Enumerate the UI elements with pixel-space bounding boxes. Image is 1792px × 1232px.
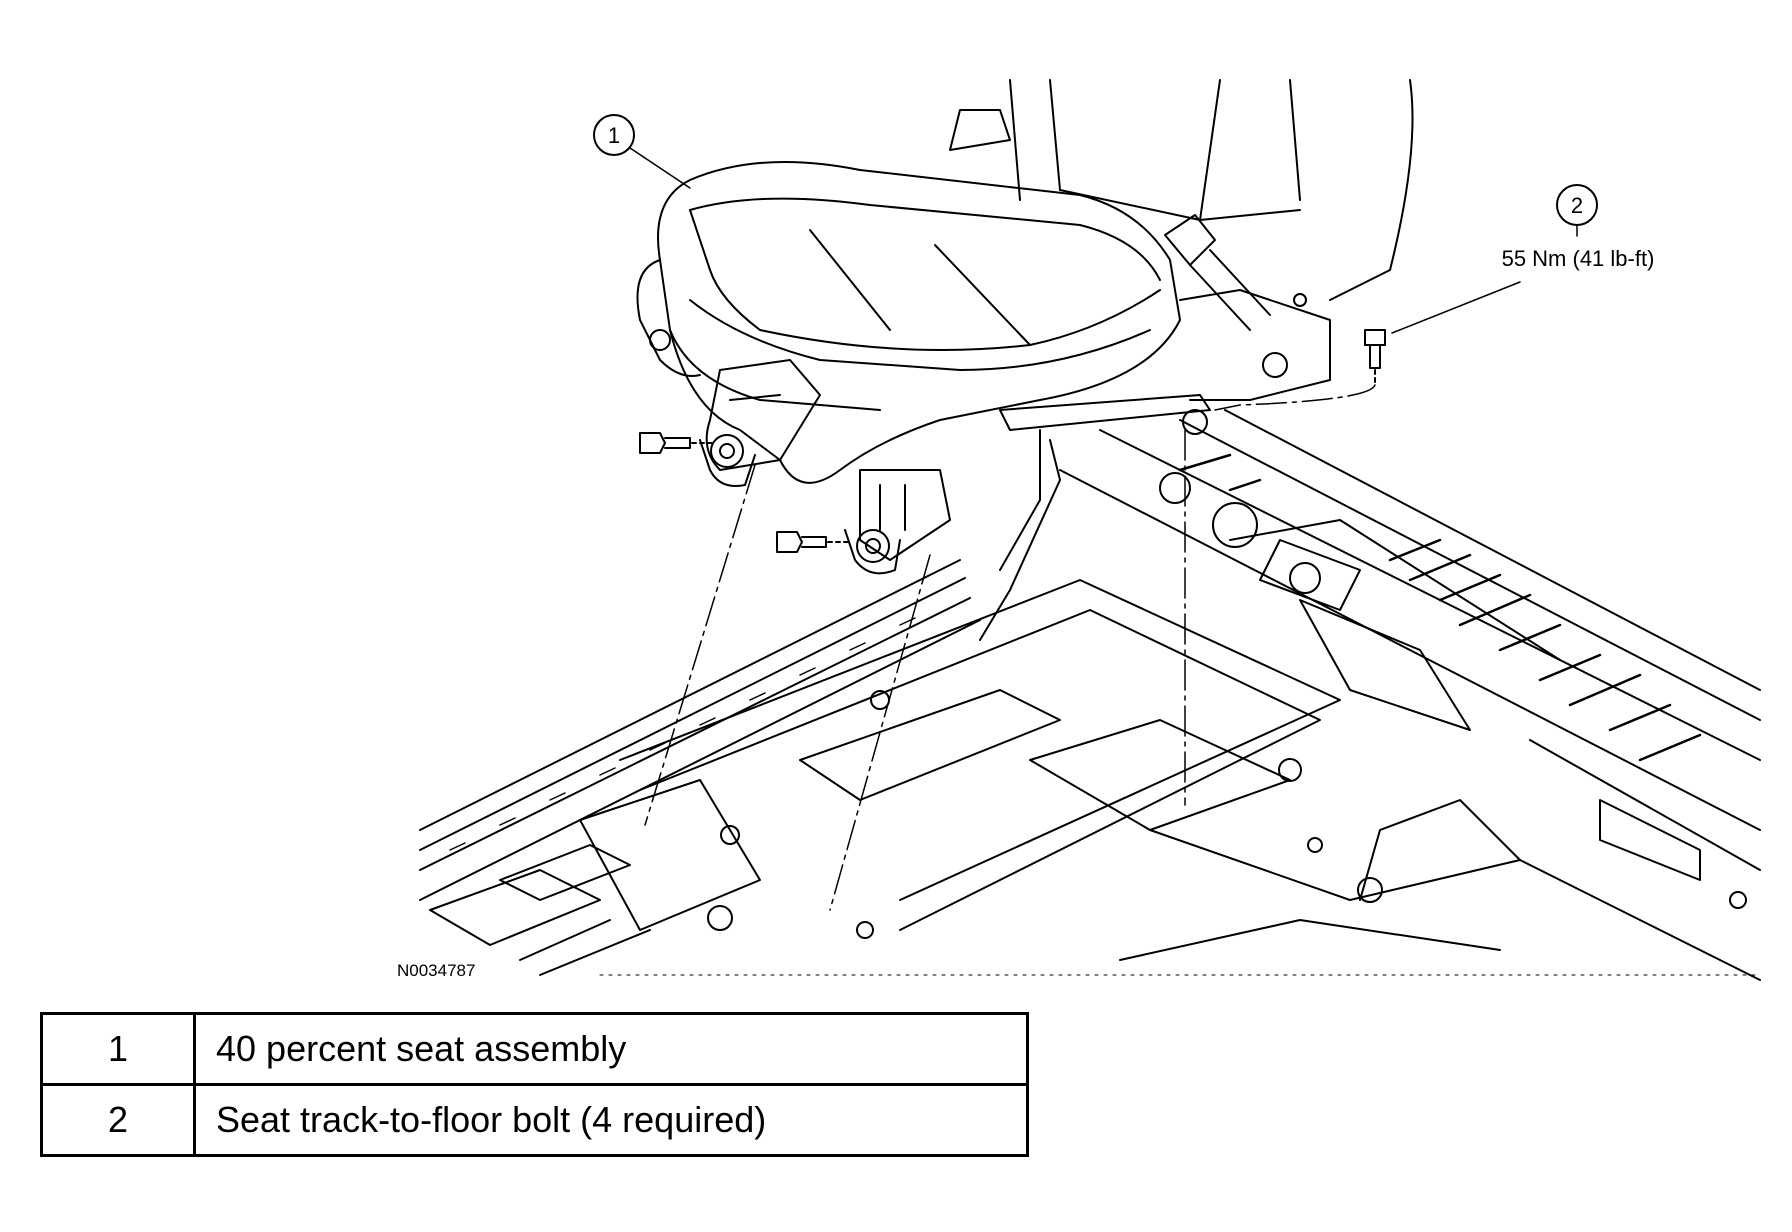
legend-number: 2 bbox=[40, 1083, 196, 1157]
legend-table: 1 40 percent seat assembly 2 Seat track-… bbox=[40, 1012, 1029, 1157]
alignment-lines bbox=[644, 384, 1376, 911]
callout-1: 1 bbox=[593, 114, 691, 189]
callout-1-number: 1 bbox=[608, 123, 620, 148]
seat-assembly bbox=[636, 79, 1414, 641]
callout-1-bubble bbox=[593, 114, 635, 156]
seat-floor-illustration: 1 2 55 Nm (41 lb-ft) N0034787 bbox=[397, 79, 1761, 981]
legend-number: 1 bbox=[40, 1012, 196, 1086]
legend-description: Seat track-to-floor bolt (4 required) bbox=[193, 1083, 1029, 1157]
legend-row: 2 Seat track-to-floor bolt (4 required) bbox=[40, 1083, 1029, 1157]
floor-pan bbox=[419, 409, 1761, 981]
legend-description: 40 percent seat assembly bbox=[193, 1012, 1029, 1086]
seat-bolts bbox=[639, 329, 1386, 553]
callout-2: 2 55 Nm (41 lb-ft) bbox=[1391, 184, 1655, 334]
callout-2-number: 2 bbox=[1571, 193, 1583, 218]
callout-1-leader bbox=[629, 147, 691, 189]
legend-row: 1 40 percent seat assembly bbox=[40, 1012, 1029, 1086]
callout-2-leader bbox=[1391, 281, 1521, 334]
callout-2-torque: 55 Nm (41 lb-ft) bbox=[1502, 246, 1655, 271]
figure-id: N0034787 bbox=[397, 961, 475, 980]
